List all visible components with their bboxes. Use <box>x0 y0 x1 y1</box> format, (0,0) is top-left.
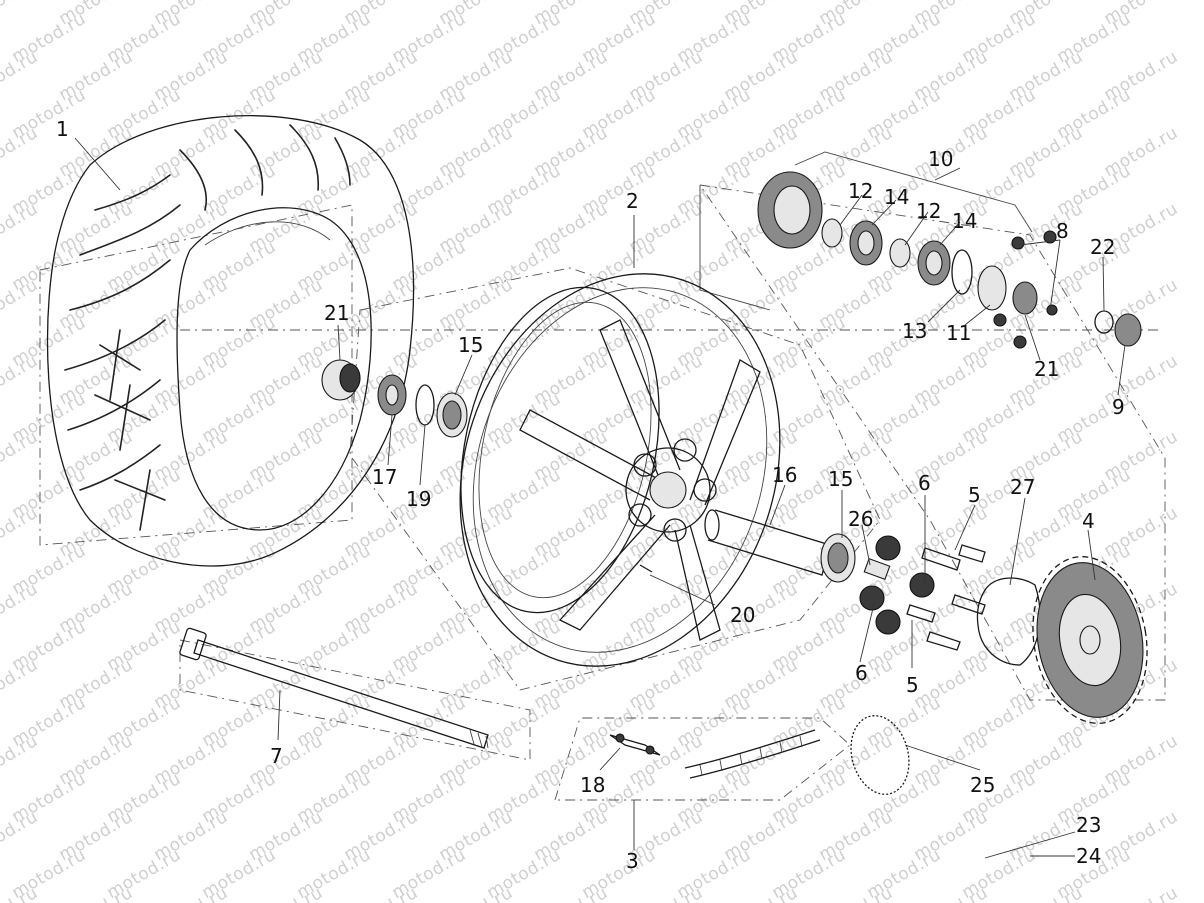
hub-group-outline <box>699 184 1166 701</box>
callout-7: 7 <box>270 744 283 768</box>
stud-5b <box>958 544 986 563</box>
callout-16: 16 <box>772 463 797 487</box>
leader-lines <box>74 137 1126 859</box>
callout-13: 13 <box>902 319 927 343</box>
callout-3: 3 <box>626 849 639 873</box>
nut-9 <box>1114 313 1142 347</box>
group-outlines <box>39 151 1166 801</box>
circlip-19 <box>415 384 435 426</box>
wheel-group-outline <box>349 267 881 691</box>
axle <box>179 627 489 749</box>
callout-labels: 1 2 3 4 5 5 6 6 7 8 9 10 11 12 12 13 14 … <box>56 117 1125 873</box>
rim-outer-lip <box>459 273 781 667</box>
callout-14b: 14 <box>952 209 977 233</box>
callout-19: 19 <box>406 487 431 511</box>
stud-5a <box>921 547 961 571</box>
rim-inner-lip <box>472 287 768 653</box>
callout-4: 4 <box>1082 509 1095 533</box>
stud-5d <box>906 604 936 623</box>
abs-tone-ring-25 <box>850 715 910 795</box>
right-bearings-and-dampers <box>820 533 986 651</box>
damper-6b <box>909 572 935 598</box>
spoke-2 <box>519 409 661 501</box>
spoke-3 <box>558 514 671 631</box>
axle-group-outline <box>179 639 531 761</box>
callout-22: 22 <box>1090 235 1115 259</box>
callout-24: 24 <box>1076 844 1101 868</box>
callout-5b: 5 <box>906 673 919 697</box>
washer-22 <box>1094 310 1114 334</box>
callout-2: 2 <box>626 189 639 213</box>
left-bearings <box>321 359 468 438</box>
callout-5a: 5 <box>968 483 981 507</box>
hub-flange-parts <box>757 171 1142 349</box>
sprocket <box>1032 556 1148 724</box>
spacer-tube <box>704 509 831 576</box>
chain-group-outline <box>554 717 851 801</box>
rim-back-edge <box>460 286 660 614</box>
callout-21b: 21 <box>1034 357 1059 381</box>
callout-6b: 6 <box>855 661 868 685</box>
circlip-13 <box>951 249 973 295</box>
callout-27: 27 <box>1010 475 1035 499</box>
callout-10: 10 <box>928 147 953 171</box>
valve-stem-20 <box>639 564 653 573</box>
callout-15b: 15 <box>828 467 853 491</box>
ring-12b <box>889 238 911 268</box>
callout-23: 23 <box>1076 813 1101 837</box>
hub-bracket <box>699 185 771 311</box>
tire-inner-rim-opening <box>176 207 372 531</box>
damper-6a <box>875 535 901 561</box>
bushing-21-right <box>1012 281 1038 315</box>
damper-6c <box>859 585 885 611</box>
callout-15a: 15 <box>458 333 483 357</box>
tire <box>46 115 415 567</box>
damper-6d <box>875 609 901 635</box>
hub <box>625 447 711 533</box>
chain-and-link <box>609 729 821 779</box>
spoke-4 <box>689 359 761 506</box>
callout-8: 8 <box>1056 219 1069 243</box>
callout-6a: 6 <box>918 471 931 495</box>
flange-bracket-10 <box>794 151 1033 233</box>
rim-back-inner <box>478 301 652 599</box>
tire-group-outline <box>39 204 353 546</box>
callout-9: 9 <box>1112 395 1125 419</box>
callout-1: 1 <box>56 117 69 141</box>
hub-bore <box>649 471 687 509</box>
ring-12a <box>821 218 843 248</box>
tire-bead-line <box>204 221 331 246</box>
spoke-5 <box>674 524 721 641</box>
spoke-1 <box>599 319 681 481</box>
spacer-26 <box>863 557 891 581</box>
cush-plate-27 <box>976 577 1041 666</box>
callout-12a: 12 <box>848 179 873 203</box>
tire-outer-contour <box>46 115 415 567</box>
callout-14a: 14 <box>884 185 909 209</box>
stud-5c <box>951 594 986 615</box>
callout-20: 20 <box>730 603 755 627</box>
callout-21a: 21 <box>324 301 349 325</box>
callout-12b: 12 <box>916 199 941 223</box>
callout-25: 25 <box>970 773 995 797</box>
stud-5e <box>926 631 961 651</box>
wheel-rim <box>459 273 781 667</box>
callout-11: 11 <box>946 321 971 345</box>
washer-11 <box>977 265 1007 311</box>
callout-18: 18 <box>580 773 605 797</box>
callout-17: 17 <box>372 465 397 489</box>
callout-26: 26 <box>848 507 873 531</box>
